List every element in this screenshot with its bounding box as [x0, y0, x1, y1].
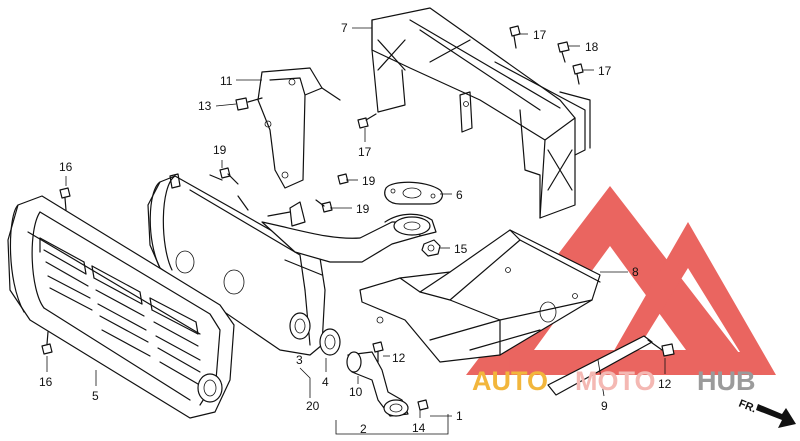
callout-18: 18 [585, 40, 599, 54]
callout-2: 2 [360, 422, 367, 436]
callout-6: 6 [456, 188, 463, 202]
callout-12a: 12 [392, 351, 406, 365]
watermark-text: AUTO MOTO HUB [472, 366, 756, 396]
callout-13: 13 [198, 99, 212, 113]
nut-15 [421, 239, 441, 257]
bolt-19-low [315, 199, 333, 213]
bolt-12-right [647, 339, 675, 357]
callout-19a: 19 [213, 143, 227, 157]
bolt-17-top [509, 25, 521, 49]
callout-19b: 19 [362, 174, 376, 188]
part-4-gasket-ring [319, 328, 341, 356]
callout-8: 8 [632, 265, 639, 279]
callout-14: 14 [412, 421, 426, 435]
part-7-upper-bracket [371, 7, 591, 219]
callout-20: 20 [306, 399, 320, 413]
callout-4: 4 [322, 375, 329, 389]
grille-slots [39, 237, 201, 385]
callout-1: 1 [456, 409, 463, 423]
bolt-18 [557, 41, 570, 63]
callout-12b: 12 [658, 377, 672, 391]
callout-17b: 17 [598, 64, 612, 78]
callout-17a: 17 [533, 28, 547, 42]
front-direction-marker: FR. [737, 398, 796, 428]
exhaust-pipe [261, 201, 437, 263]
bolt-19-top [219, 167, 239, 185]
callout-labels: 7 17 18 17 11 13 17 19 19 19 6 15 8 16 1… [39, 21, 672, 436]
watermark-text-right: HUB [697, 366, 756, 396]
bolt-17-mid [357, 113, 377, 129]
callout-3: 3 [296, 353, 303, 367]
callout-5: 5 [92, 389, 99, 403]
muffler [147, 173, 326, 356]
callout-11: 11 [220, 74, 233, 88]
front-direction-label: FR. [737, 398, 758, 416]
bolt-16-bottom [41, 331, 53, 355]
watermark-text-middle: MOTO [575, 366, 656, 396]
part-6-gasket [384, 181, 443, 205]
part-5-grille-cover [7, 195, 235, 419]
bolt-19-mid [337, 173, 349, 185]
callout-17c: 17 [358, 145, 372, 159]
leader-lines [46, 27, 666, 435]
bolt-12-bottom [372, 341, 384, 363]
callout-9: 9 [601, 399, 608, 413]
callout-15: 15 [454, 242, 468, 256]
callout-10: 10 [349, 385, 363, 399]
watermark-text-left: AUTO [472, 366, 548, 396]
bolt-13 [235, 97, 263, 111]
callout-16a: 16 [59, 160, 73, 174]
part-10-tail-pipe [346, 351, 409, 417]
callout-19c: 19 [356, 202, 370, 216]
part-8-lower-shield [359, 229, 601, 363]
screw-14 [417, 399, 429, 411]
callout-16b: 16 [39, 375, 53, 389]
callout-7: 7 [341, 21, 348, 35]
part-11-bracket [257, 67, 341, 189]
front-arrow-icon [756, 404, 796, 428]
part-9-strip [547, 335, 653, 396]
bolt-17-right [572, 63, 584, 85]
bolt-16-top [59, 187, 71, 211]
